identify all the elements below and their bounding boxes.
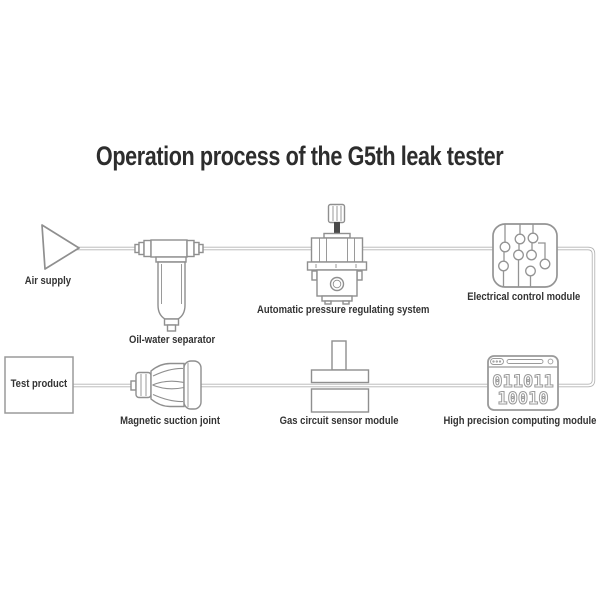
- magnetic-joint-icon: [130, 360, 202, 410]
- label-computing-module: High precision computing module: [400, 415, 600, 427]
- computing-module-icon: 011011 10010: [487, 355, 559, 411]
- air-supply-icon: [41, 224, 80, 270]
- electrical-control-icon: [492, 223, 558, 288]
- oil-water-separator-icon: [134, 239, 204, 332]
- page-title: Operation process of the G5th leak teste…: [0, 141, 600, 172]
- pressure-regulator-icon: [306, 203, 368, 305]
- page-title-text: Operation process of the G5th leak teste…: [96, 141, 504, 171]
- label-pressure-regulator: Automatic pressure regulating system: [223, 304, 463, 316]
- label-gas-sensor: Gas circuit sensor module: [219, 415, 459, 427]
- label-oil-water-separator: Oil-water separator: [52, 334, 292, 346]
- label-gas-sensor-text: Gas circuit sensor module: [279, 415, 399, 427]
- pipe-lines: [70, 246, 596, 388]
- label-computing-module-text: High precision computing module: [443, 415, 597, 427]
- label-electrical-control: Electrical control module: [404, 291, 600, 303]
- label-electrical-control-text: Electrical control module: [467, 291, 581, 303]
- binary-text-line1: 011011: [492, 372, 553, 392]
- binary-text-line2: 10010: [497, 389, 548, 409]
- label-test-product: Test product: [0, 378, 159, 390]
- label-air-supply-text: Air supply: [24, 275, 72, 287]
- label-air-supply: Air supply: [0, 275, 168, 287]
- label-magnetic-joint-text: Magnetic suction joint: [120, 415, 220, 427]
- label-magnetic-joint: Magnetic suction joint: [50, 415, 290, 427]
- label-test-product-text: Test product: [10, 378, 68, 390]
- test-product-box: [4, 356, 74, 414]
- label-pressure-regulator-text: Automatic pressure regulating system: [256, 304, 430, 316]
- gas-sensor-icon: [310, 340, 370, 413]
- label-oil-water-separator-text: Oil-water separator: [128, 334, 216, 346]
